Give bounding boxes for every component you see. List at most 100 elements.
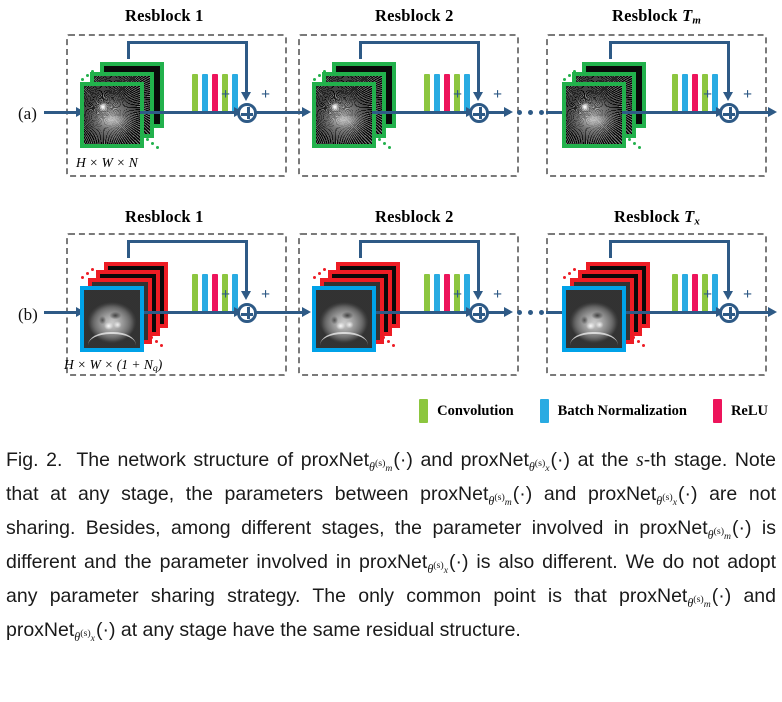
index-subscript: m (504, 497, 512, 509)
stage-superscript: (s) (534, 457, 546, 469)
dim-label-b-sub: q (152, 363, 158, 375)
dot-argument: (·) (711, 585, 732, 607)
feature-card-a3-1 (562, 82, 626, 148)
stack-dots-b1-tl (81, 268, 97, 280)
row-label-b: (b) (18, 305, 38, 324)
plus-right-a3: + (743, 86, 753, 103)
dot-argument: (·) (732, 517, 752, 539)
ellipsis-dots-a (517, 110, 544, 115)
proxnet-theta-m-3: proxNetθ(s)m(·) (639, 513, 751, 547)
relu-bar (692, 274, 698, 314)
sum-node-a2 (469, 103, 489, 123)
skip-drop-a2 (477, 41, 480, 94)
skip-drop-b1 (245, 240, 248, 293)
green-swatch-icon (419, 399, 429, 423)
stage-superscript: (s) (433, 559, 444, 571)
block-title-a3-var: T (682, 6, 693, 25)
bn-bar (434, 74, 440, 114)
skip-top-a2 (359, 41, 480, 44)
conv-bar-2 (702, 74, 708, 114)
theta-glyph: θ (488, 494, 495, 509)
sum-node-b3 (719, 303, 739, 323)
caption-seg-6: is different and the parameter involved … (6, 517, 776, 573)
caption-seg-3b: -th stage. Note that at any stage, the p… (6, 449, 777, 505)
block-title-a3: Resblock Tm (612, 6, 701, 27)
legend-item-convolution: Convolution (419, 399, 514, 423)
index-subscript: m (703, 599, 711, 611)
main-line-b1 (144, 311, 238, 314)
feature-card-b1-1 (80, 286, 144, 352)
proxnet-theta-x-3: proxNetθ(s)x(·) (359, 547, 468, 581)
output-arrow-a (768, 107, 777, 117)
inter-arrow-b12 (302, 307, 311, 317)
theta-glyph: θ (687, 596, 694, 611)
layer-bars-a1 (192, 74, 238, 114)
layer-bars-b1 (192, 274, 238, 314)
resblock-box-b1 (66, 233, 287, 376)
stack-dots-a1-br (146, 138, 164, 150)
skip-top-b3 (609, 240, 730, 243)
proxnet-theta-x-2: proxNetθ(s)x(·) (588, 479, 697, 513)
proxnet-subscript: θ(s)m (488, 486, 511, 518)
stage-superscript: (s) (494, 491, 505, 503)
resblock-box-a2 (298, 34, 519, 177)
index-subscript: m (724, 531, 731, 543)
conv-bar (672, 74, 678, 114)
plus-right-b3: + (743, 286, 753, 303)
block-title-b2: Resblock 2 (375, 207, 454, 226)
legend-label-batch-normalization: Batch Normalization (557, 402, 687, 419)
main-line-a3 (622, 111, 720, 114)
feature-stack-b3 (560, 256, 660, 356)
stage-superscript: (s) (662, 491, 673, 503)
proxnet-word: proxNet (588, 483, 657, 505)
skip-riser-b1 (127, 240, 130, 258)
plus-left-b2: + (453, 286, 463, 303)
layer-bars-b3 (672, 274, 718, 314)
skip-top-b1 (127, 240, 248, 243)
caption-seg-3: at the (570, 449, 637, 471)
skip-arrow-a1 (241, 92, 251, 101)
conv-bar (192, 74, 198, 114)
feature-card-a2-1 (312, 82, 376, 148)
proxnet-word: proxNet (6, 619, 75, 641)
conv-bar (424, 274, 430, 314)
feature-stack-a3 (560, 56, 656, 156)
conv-bar (424, 74, 430, 114)
stage-superscript: (s) (713, 525, 725, 537)
proxnet-theta-m-1: proxNetθ(s)m(·) (301, 445, 413, 479)
skip-arrow-b2 (473, 291, 483, 300)
proxnet-theta-m-2: proxNetθ(s)m(·) (420, 479, 532, 513)
bn-bar-2 (712, 74, 718, 114)
relu-bar (444, 274, 450, 314)
proxnet-theta-x-1: proxNetθ(s)x(·) (461, 445, 570, 479)
dot-argument: (·) (677, 483, 698, 505)
bn-bar (682, 74, 688, 114)
row-label-a: (a) (18, 104, 37, 123)
theta-glyph: θ (707, 528, 714, 543)
bn-bar (682, 274, 688, 314)
skip-arrow-b1 (241, 291, 251, 300)
dim-label-b-main: H × W × (1 + N (64, 357, 153, 372)
dot-argument: (·) (449, 551, 469, 573)
bn-bar-2 (232, 74, 238, 114)
skip-riser-a2 (359, 41, 362, 59)
relu-bar (212, 274, 218, 314)
stage-superscript: (s) (374, 457, 386, 469)
layer-bars-a3 (672, 74, 718, 114)
theta-glyph: θ (656, 494, 663, 509)
proxnet-subscript: θ(s)x (427, 554, 448, 586)
sum-node-b2 (469, 303, 489, 323)
skip-arrow-a3 (723, 92, 733, 101)
legend-label-convolution: Convolution (437, 402, 514, 419)
proxnet-word: proxNet (359, 551, 428, 573)
caption-seg-4: and (532, 483, 589, 505)
skip-riser-b2 (359, 240, 362, 258)
relu-bar (444, 74, 450, 114)
block-title-a3-text: Resblock (612, 6, 678, 25)
theta-glyph: θ (369, 460, 375, 475)
bn-bar-2 (232, 274, 238, 314)
stage-superscript: (s) (80, 627, 91, 639)
index-subscript: m (385, 463, 393, 475)
index-subscript: x (90, 633, 95, 645)
plus-left-a1: + (221, 86, 231, 103)
